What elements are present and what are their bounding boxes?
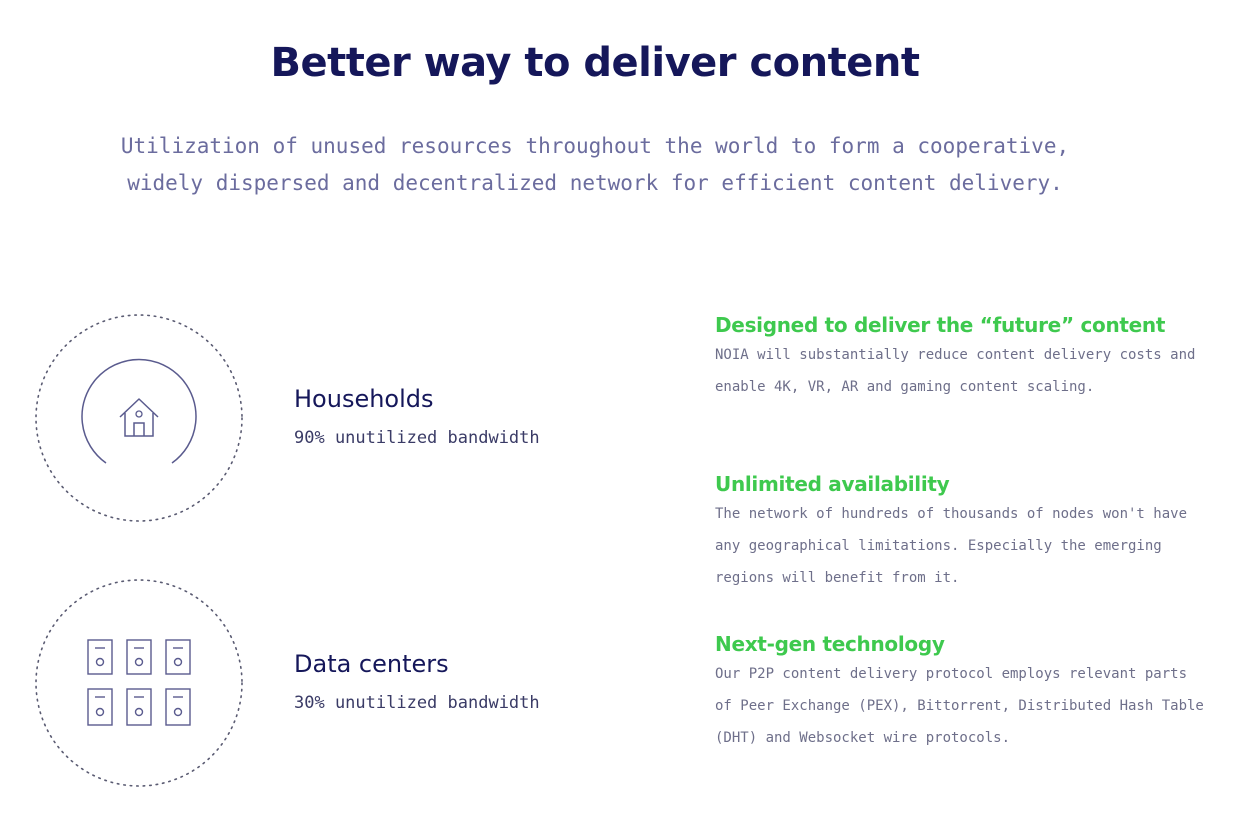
- benefit-title: Next-gen technology: [715, 632, 945, 656]
- feature-desc: 30% unutilized bandwidth: [294, 693, 540, 713]
- benefit-next-gen-technology: Next-gen technology Our P2P content deli…: [715, 632, 1205, 754]
- feature-households: Households 90% unutilized bandwidth: [34, 313, 654, 525]
- benefit-future-content: Designed to deliver the “future” content…: [715, 313, 1205, 403]
- feature-title: Data centers: [294, 650, 449, 678]
- house-icon: [35, 314, 243, 522]
- page-title: Better way to deliver content: [270, 40, 920, 86]
- feature-title: Households: [294, 385, 434, 413]
- feature-data-centers: Data centers 30% unutilized bandwidth: [34, 578, 654, 790]
- benefit-unlimited-availability: Unlimited availability The network of hu…: [715, 472, 1205, 594]
- page-subtitle: Utilization of unused resources througho…: [120, 134, 1070, 195]
- feature-desc: 90% unutilized bandwidth: [294, 428, 540, 448]
- benefit-desc: The network of hundreds of thousands of …: [715, 506, 1188, 586]
- server-rack-icon: [35, 579, 243, 787]
- benefit-desc: Our P2P content delivery protocol employ…: [715, 666, 1204, 746]
- benefit-title: Unlimited availability: [715, 472, 950, 496]
- benefit-title: Designed to deliver the “future” content: [715, 313, 1166, 337]
- benefit-desc: NOIA will substantially reduce content d…: [715, 347, 1196, 395]
